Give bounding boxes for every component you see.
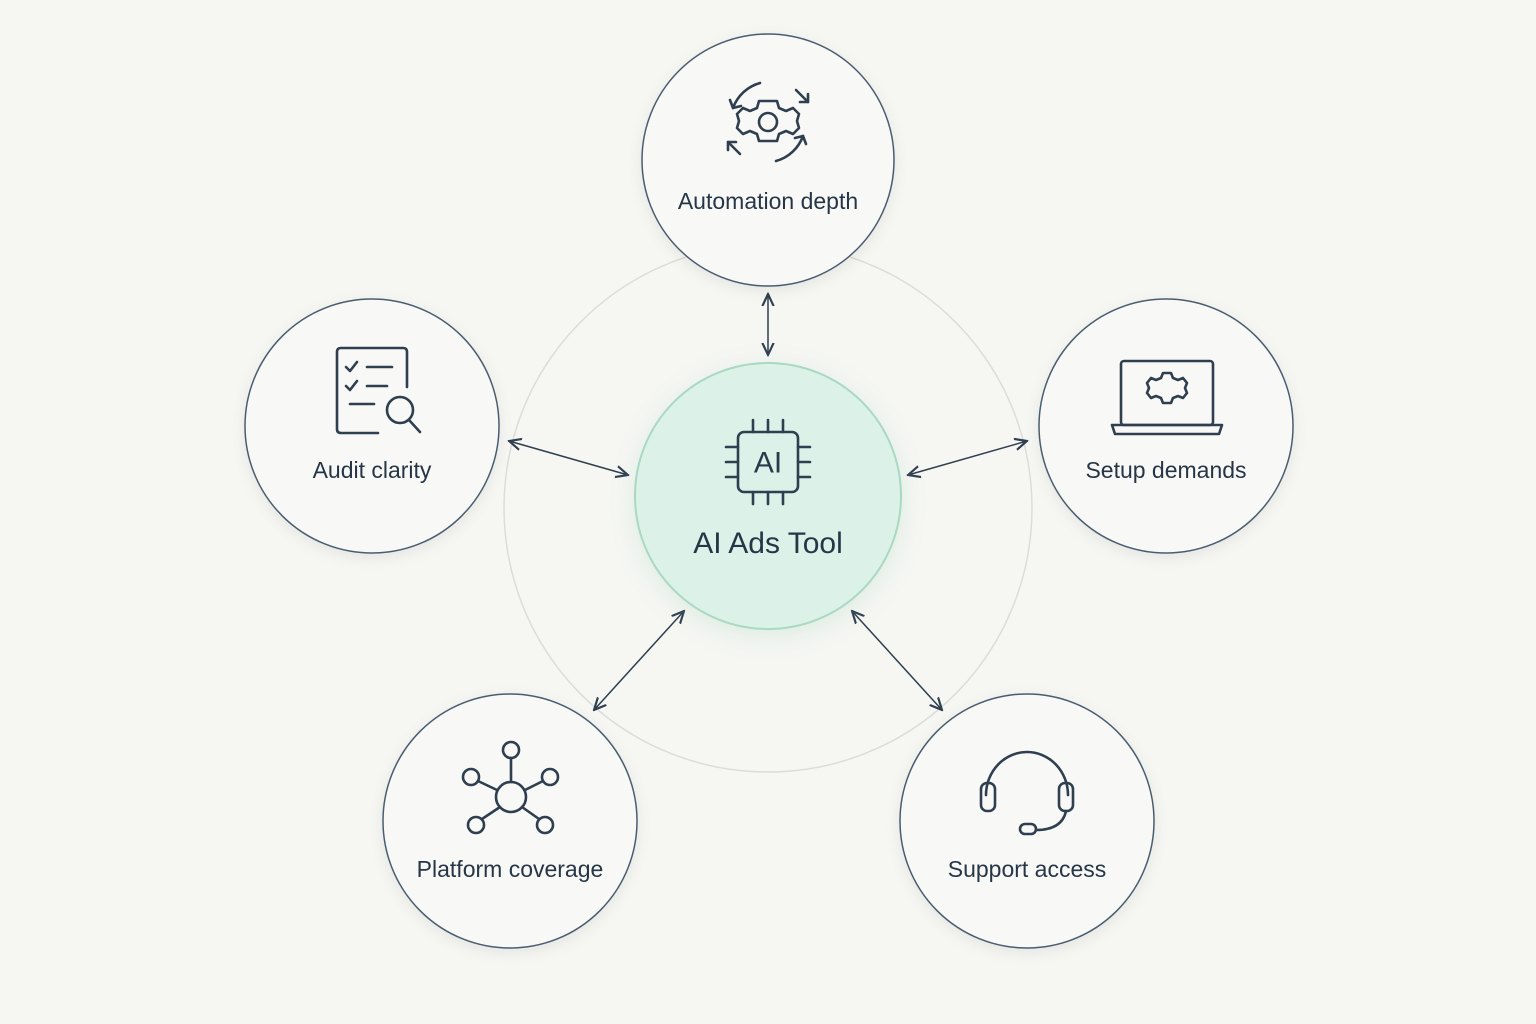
node-support-circle: [899, 693, 1155, 949]
connector-setup: [908, 441, 1027, 475]
node-setup-label: Setup demands: [1085, 457, 1246, 483]
ai-chip-label: AI: [754, 447, 782, 480]
node-audit-label: Audit clarity: [313, 457, 432, 483]
node-automation-circle: [641, 33, 895, 287]
connector-platform: [594, 611, 684, 710]
checklist-search-icon: [335, 346, 422, 435]
node-setup[interactable]: Setup demands: [1038, 298, 1294, 554]
center-node[interactable]: AI AI Ads Tool: [634, 362, 902, 630]
network-hub-icon: [461, 740, 560, 835]
center-title: AI Ads Tool: [693, 527, 843, 560]
node-audit[interactable]: Audit clarity: [244, 298, 500, 554]
gear-cycle-icon: [726, 81, 810, 163]
node-support-label: Support access: [948, 856, 1107, 882]
headset-icon: [979, 750, 1075, 836]
connector-audit: [509, 441, 628, 475]
node-platform-label: Platform coverage: [417, 856, 604, 882]
laptop-gear-icon: [1110, 359, 1224, 436]
ai-chip-icon: [724, 418, 812, 506]
node-platform[interactable]: Platform coverage: [382, 693, 638, 949]
node-automation-label: Automation depth: [678, 188, 858, 214]
node-audit-circle: [244, 298, 500, 554]
connector-support: [852, 611, 942, 710]
connectors: [509, 294, 1027, 710]
node-platform-circle: [382, 693, 638, 949]
node-automation[interactable]: Automation depth: [641, 33, 895, 287]
node-support[interactable]: Support access: [899, 693, 1155, 949]
